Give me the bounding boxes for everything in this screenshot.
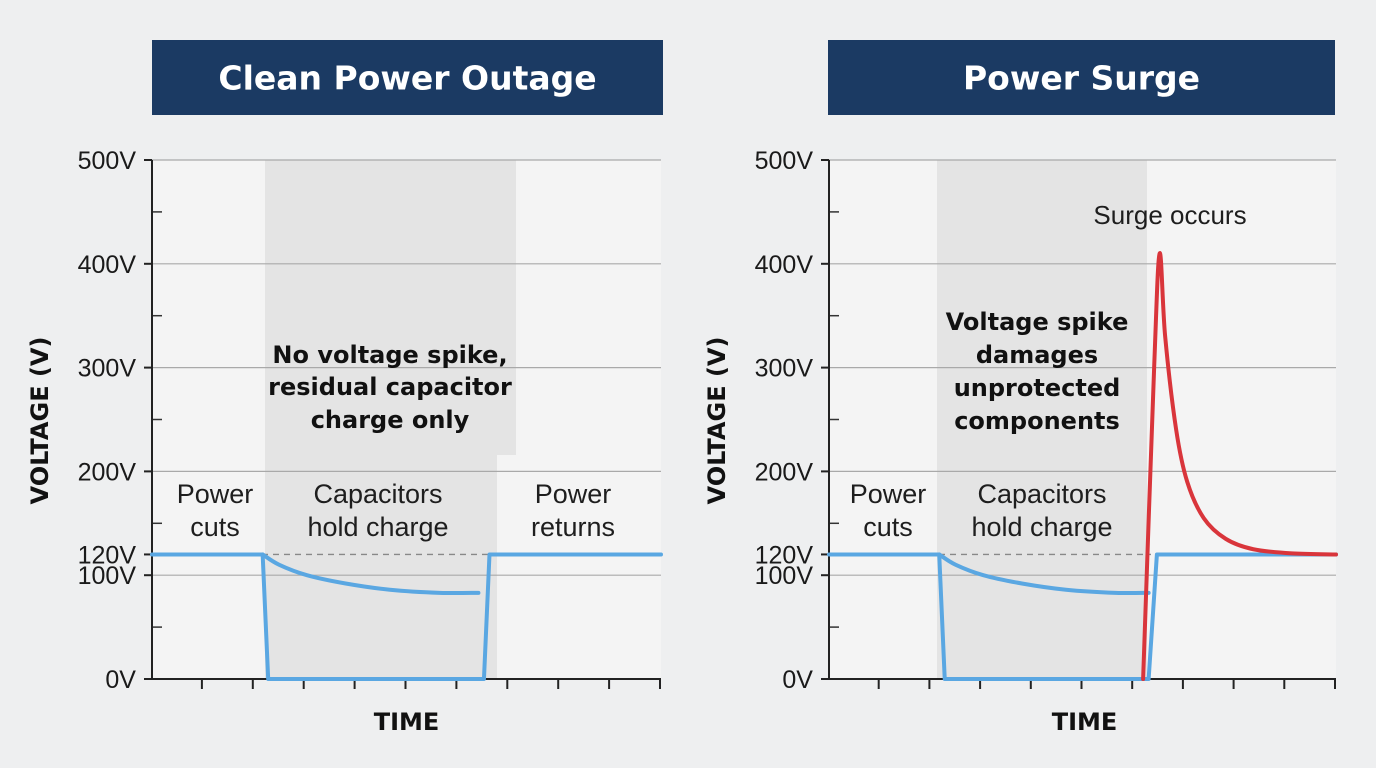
series-line-1 xyxy=(937,552,1151,596)
annotation-text: charge only xyxy=(311,406,470,434)
y-tick-label: 100V xyxy=(78,562,137,590)
phase-label: Capacitors xyxy=(977,479,1106,509)
series-line-1 xyxy=(260,552,481,596)
phase-label: Power xyxy=(177,479,254,509)
annotation-text: No voltage spike, xyxy=(272,341,507,369)
y-tick-label: 120V xyxy=(755,541,814,569)
y-tick-label: 400V xyxy=(78,251,137,279)
surge-callout: Surge occurs xyxy=(1093,200,1246,230)
phase-label: hold charge xyxy=(971,512,1112,542)
y-tick-label: 200V xyxy=(78,458,137,486)
x-axis-title: TIME xyxy=(1052,708,1118,736)
annotation-text: Voltage spike xyxy=(946,308,1129,336)
title-bar xyxy=(152,40,663,115)
y-tick-label: 0V xyxy=(782,666,813,694)
phase-label: cuts xyxy=(190,512,240,542)
series-line-0 xyxy=(827,552,1338,681)
annotation-text: damages xyxy=(976,341,1098,369)
series-line-0 xyxy=(150,552,663,681)
y-tick-label: 200V xyxy=(755,458,814,486)
series-line-2 xyxy=(1141,251,1338,681)
chart-title: Clean Power Outage xyxy=(218,59,596,98)
phase-label: Power xyxy=(850,479,927,509)
phase-label: returns xyxy=(531,512,615,542)
phase-label: Capacitors xyxy=(313,479,442,509)
y-axis-title: VOLTAGE (V) xyxy=(26,337,54,505)
annotation-text: components xyxy=(954,407,1120,435)
y-tick-label: 400V xyxy=(755,251,814,279)
y-axis-title: VOLTAGE (V) xyxy=(703,337,731,505)
phase-band-lower xyxy=(265,455,497,679)
y-tick-label: 500V xyxy=(78,147,137,175)
phase-band xyxy=(265,160,516,455)
y-tick-label: 300V xyxy=(755,355,814,383)
annotation-text: unprotected xyxy=(954,374,1121,402)
phase-label: cuts xyxy=(863,512,913,542)
y-tick-label: 120V xyxy=(78,541,137,569)
y-tick-label: 500V xyxy=(755,147,814,175)
phase-label: hold charge xyxy=(307,512,448,542)
chart-title: Power Surge xyxy=(963,59,1200,98)
title-bar xyxy=(828,40,1335,115)
phase-label: Power xyxy=(535,479,612,509)
y-tick-label: 0V xyxy=(105,666,136,694)
y-tick-label: 100V xyxy=(755,562,814,590)
y-tick-label: 300V xyxy=(78,355,137,383)
annotation-text: residual capacitor xyxy=(268,373,512,401)
x-axis-title: TIME xyxy=(374,708,440,736)
